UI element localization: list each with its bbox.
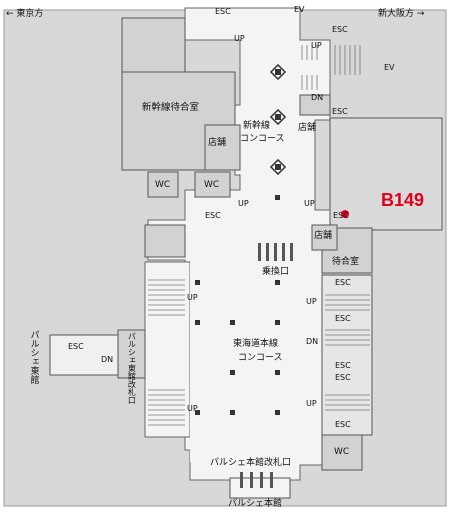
right-escalator-column (321, 274, 373, 436)
direction-shin-osaka: 新大阪方 → (378, 9, 425, 19)
shop-block-upper (204, 124, 241, 171)
location-marker-dot (341, 210, 349, 218)
shop-label-right: 店舗 (298, 123, 317, 133)
esc-label-rc3: ESC (335, 361, 351, 370)
esc-label-mid: ESC (205, 211, 221, 220)
esc-label-rc1: ESC (335, 278, 351, 287)
up-label-rc1: UP (306, 297, 317, 306)
stairs-left-lower (148, 279, 185, 426)
up-label-rc2: UP (306, 399, 317, 408)
tokaido-concourse-label-1: 東海道本線 (233, 339, 279, 349)
up-label-left2: UP (187, 404, 198, 413)
shop-block-lower (311, 224, 338, 251)
dn-label-east: DN (101, 355, 114, 364)
wc-block-2 (194, 171, 231, 198)
stairs-right-column (325, 294, 370, 411)
up-label-mid-r: UP (304, 199, 315, 208)
wc-block-1 (147, 171, 179, 198)
east-gate-booth (117, 329, 146, 379)
direction-tokyo: ← 東京方 (6, 9, 44, 19)
ev-label-top: EV (294, 5, 305, 14)
parche-east-building-label: パルシェ東館 (28, 330, 39, 384)
esc-label-rc5: ESC (335, 420, 351, 429)
esc-label-r1: ESC (332, 25, 348, 34)
shop-label-upper: 店舗 (208, 138, 227, 148)
dn-label-r1: DN (311, 93, 324, 102)
up-label-1: UP (234, 34, 245, 43)
up-label-2: UP (238, 199, 249, 208)
parche-east-gate-label: パルシェ東館改札口 (127, 332, 137, 404)
waiting-room-label: 待合室 (332, 257, 360, 267)
main-gate-turnstiles (240, 472, 273, 488)
left-mid-block (144, 224, 186, 258)
right-block (329, 117, 443, 231)
shinkansen-concourse-label-1: 新幹線 (243, 121, 271, 131)
wc-label-1: WC (155, 180, 171, 190)
pillars (195, 63, 287, 415)
right-block-upper (299, 94, 331, 116)
wc-label-2: WC (204, 180, 220, 190)
transfer-gate-turnstiles (258, 243, 293, 261)
esc-label-rc4: ESC (335, 373, 351, 382)
upper-left-block (121, 17, 186, 73)
parche-main-building-label: パルシェ本館 (228, 499, 283, 509)
stairs-upper-right (301, 45, 361, 90)
up-label-r1: UP (311, 41, 322, 50)
parche-main-gate-label: パルシェ本館改札口 (210, 458, 292, 468)
up-label-left1: UP (187, 293, 198, 302)
esc-label-east: ESC (68, 342, 84, 351)
wc-block-lower (321, 434, 363, 471)
esc-label-r2: ESC (332, 107, 348, 116)
shop-label-lower: 店舗 (314, 231, 333, 241)
location-badge: B149 (381, 190, 425, 210)
tokaido-concourse-label-2: コンコース (238, 353, 283, 363)
ev-label-r: EV (384, 63, 395, 72)
esc-label-rc2: ESC (335, 314, 351, 323)
shinkansen-concourse-label-2: コンコース (240, 134, 285, 144)
floor-lower-left (144, 261, 191, 438)
esc-label-top: ESC (215, 7, 231, 16)
esc-label-marker: ESC (333, 211, 349, 220)
dn-label-rc: DN (306, 337, 319, 346)
wc-label-3: WC (334, 447, 350, 457)
shinkansen-waiting-room-label: 新幹線待合室 (142, 102, 200, 113)
floor-lower-main (190, 262, 322, 462)
transfer-gate-label: 乗換口 (262, 267, 290, 277)
